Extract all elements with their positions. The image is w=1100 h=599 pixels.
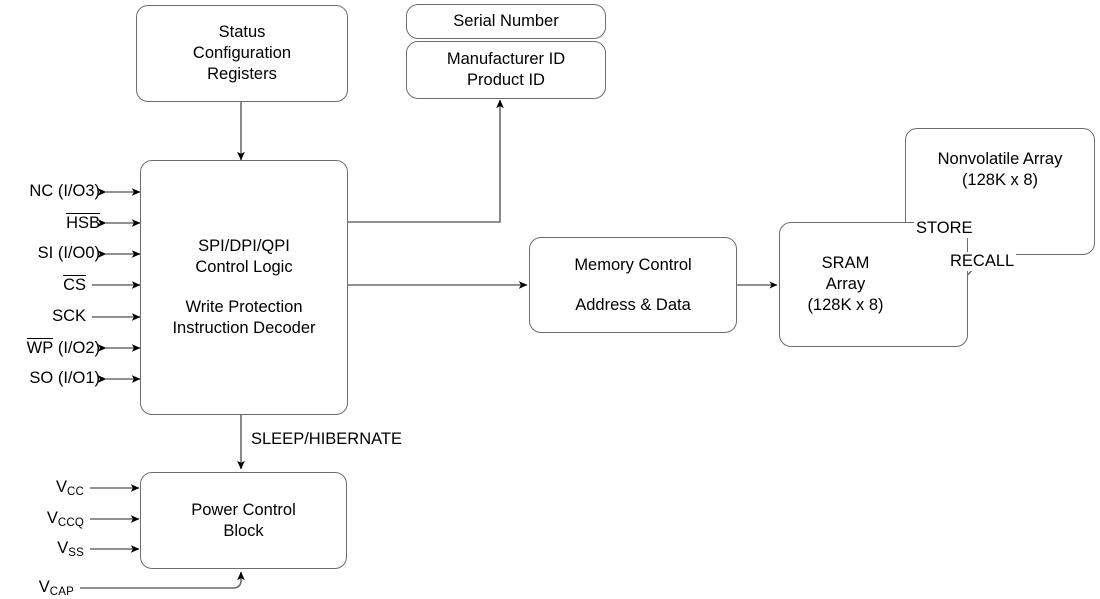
serial-number-label: Serial Number [453,12,559,30]
arrow-vcap [80,571,245,589]
block-status-configuration-registers[interactable]: Status Configuration Registers [136,5,348,102]
pin-text-vcc-sub: CC [66,486,84,498]
pin-text-vcap-sub: CAP [49,586,74,598]
sram-array-line-1: SRAM [821,254,870,272]
nonvolatile-array-line-2: (128K x 8) [961,170,1039,189]
pin-text-hsb: HSB [66,213,100,232]
pin-label-vccq: VCCQ [0,509,84,529]
pin-label-vcc: VCC [0,478,84,498]
block-serial-number[interactable]: Serial Number [406,4,606,39]
control-logic-line-4: Instruction Decoder [172,319,316,337]
control-logic-line-2: Control Logic [195,258,293,276]
pin-label-sck: SCK [0,307,86,326]
pin-label-so-io1: SO (I/O1) [0,369,100,388]
pin-text-so-io1: SO (I/O1) [29,369,100,387]
status-line-1: Status [218,23,266,41]
pin-text-wp-io2: (I/O2) [53,339,100,357]
status-line-2: Configuration [192,44,292,62]
pin-label-hsb: HSB [0,213,100,233]
memory-control-line-1: Memory Control [574,255,692,274]
sram-array-line-3: (128K x 8) [807,296,884,314]
sram-array-line-2: Array [825,275,866,293]
memory-control-line-2: Address & Data [575,295,691,314]
pin-label-vcap: VCAP [0,578,74,598]
pin-text-nc-io3: NC (I/O3) [29,182,100,200]
pin-text-sck: SCK [52,307,86,325]
power-control-line-2: Block [223,521,264,540]
pin-label-vss: VSS [0,539,84,559]
pin-text-vss-sub: SS [68,547,84,559]
nonvolatile-array-line-1: Nonvolatile Array [937,149,1063,168]
control-logic-line-3: Write Protection [185,298,303,316]
pin-text-vccq-sub: CCQ [57,517,84,529]
label-sleep-hibernate: SLEEP/HIBERNATE [251,430,402,448]
block-memory-control[interactable]: Memory Control Address & Data [529,237,737,333]
block-control-logic[interactable]: SPI/DPI/QPI Control Logic Write Protecti… [140,160,348,415]
arrow-control-ids [339,99,504,226]
block-nonvolatile-array[interactable]: Nonvolatile Array (128K x 8) [905,128,1095,255]
status-line-3: Registers [207,65,277,83]
pin-label-wp-io2: WP (I/O2) [0,338,100,358]
manufacturer-id-label: Manufacturer ID [446,50,566,68]
pin-text-si-io0: SI (I/O0) [37,244,100,262]
block-power-control[interactable]: Power Control Block [140,472,347,569]
pin-text-wp: WP [26,338,54,357]
pin-label-nc-io3: NC (I/O3) [0,182,100,201]
pin-text-cs: CS [63,275,86,294]
pin-label-si-io0: SI (I/O0) [0,244,100,263]
block-sram-array[interactable]: SRAM Array (128K x 8) [779,222,968,347]
pin-text-vccq-base: V [46,509,58,527]
product-id-label: Product ID [467,71,545,89]
label-store: STORE [914,219,975,238]
pin-text-vcap-base: V [38,578,50,596]
control-logic-line-1: SPI/DPI/QPI [198,237,290,255]
pin-label-cs: CS [0,275,86,295]
pin-text-vcc-base: V [55,478,67,496]
label-recall: RECALL [948,252,1017,271]
pin-text-vss-base: V [57,539,69,557]
block-manufacturer-id-product-id[interactable]: Manufacturer ID Product ID [406,41,606,99]
power-control-line-1: Power Control [191,500,296,519]
